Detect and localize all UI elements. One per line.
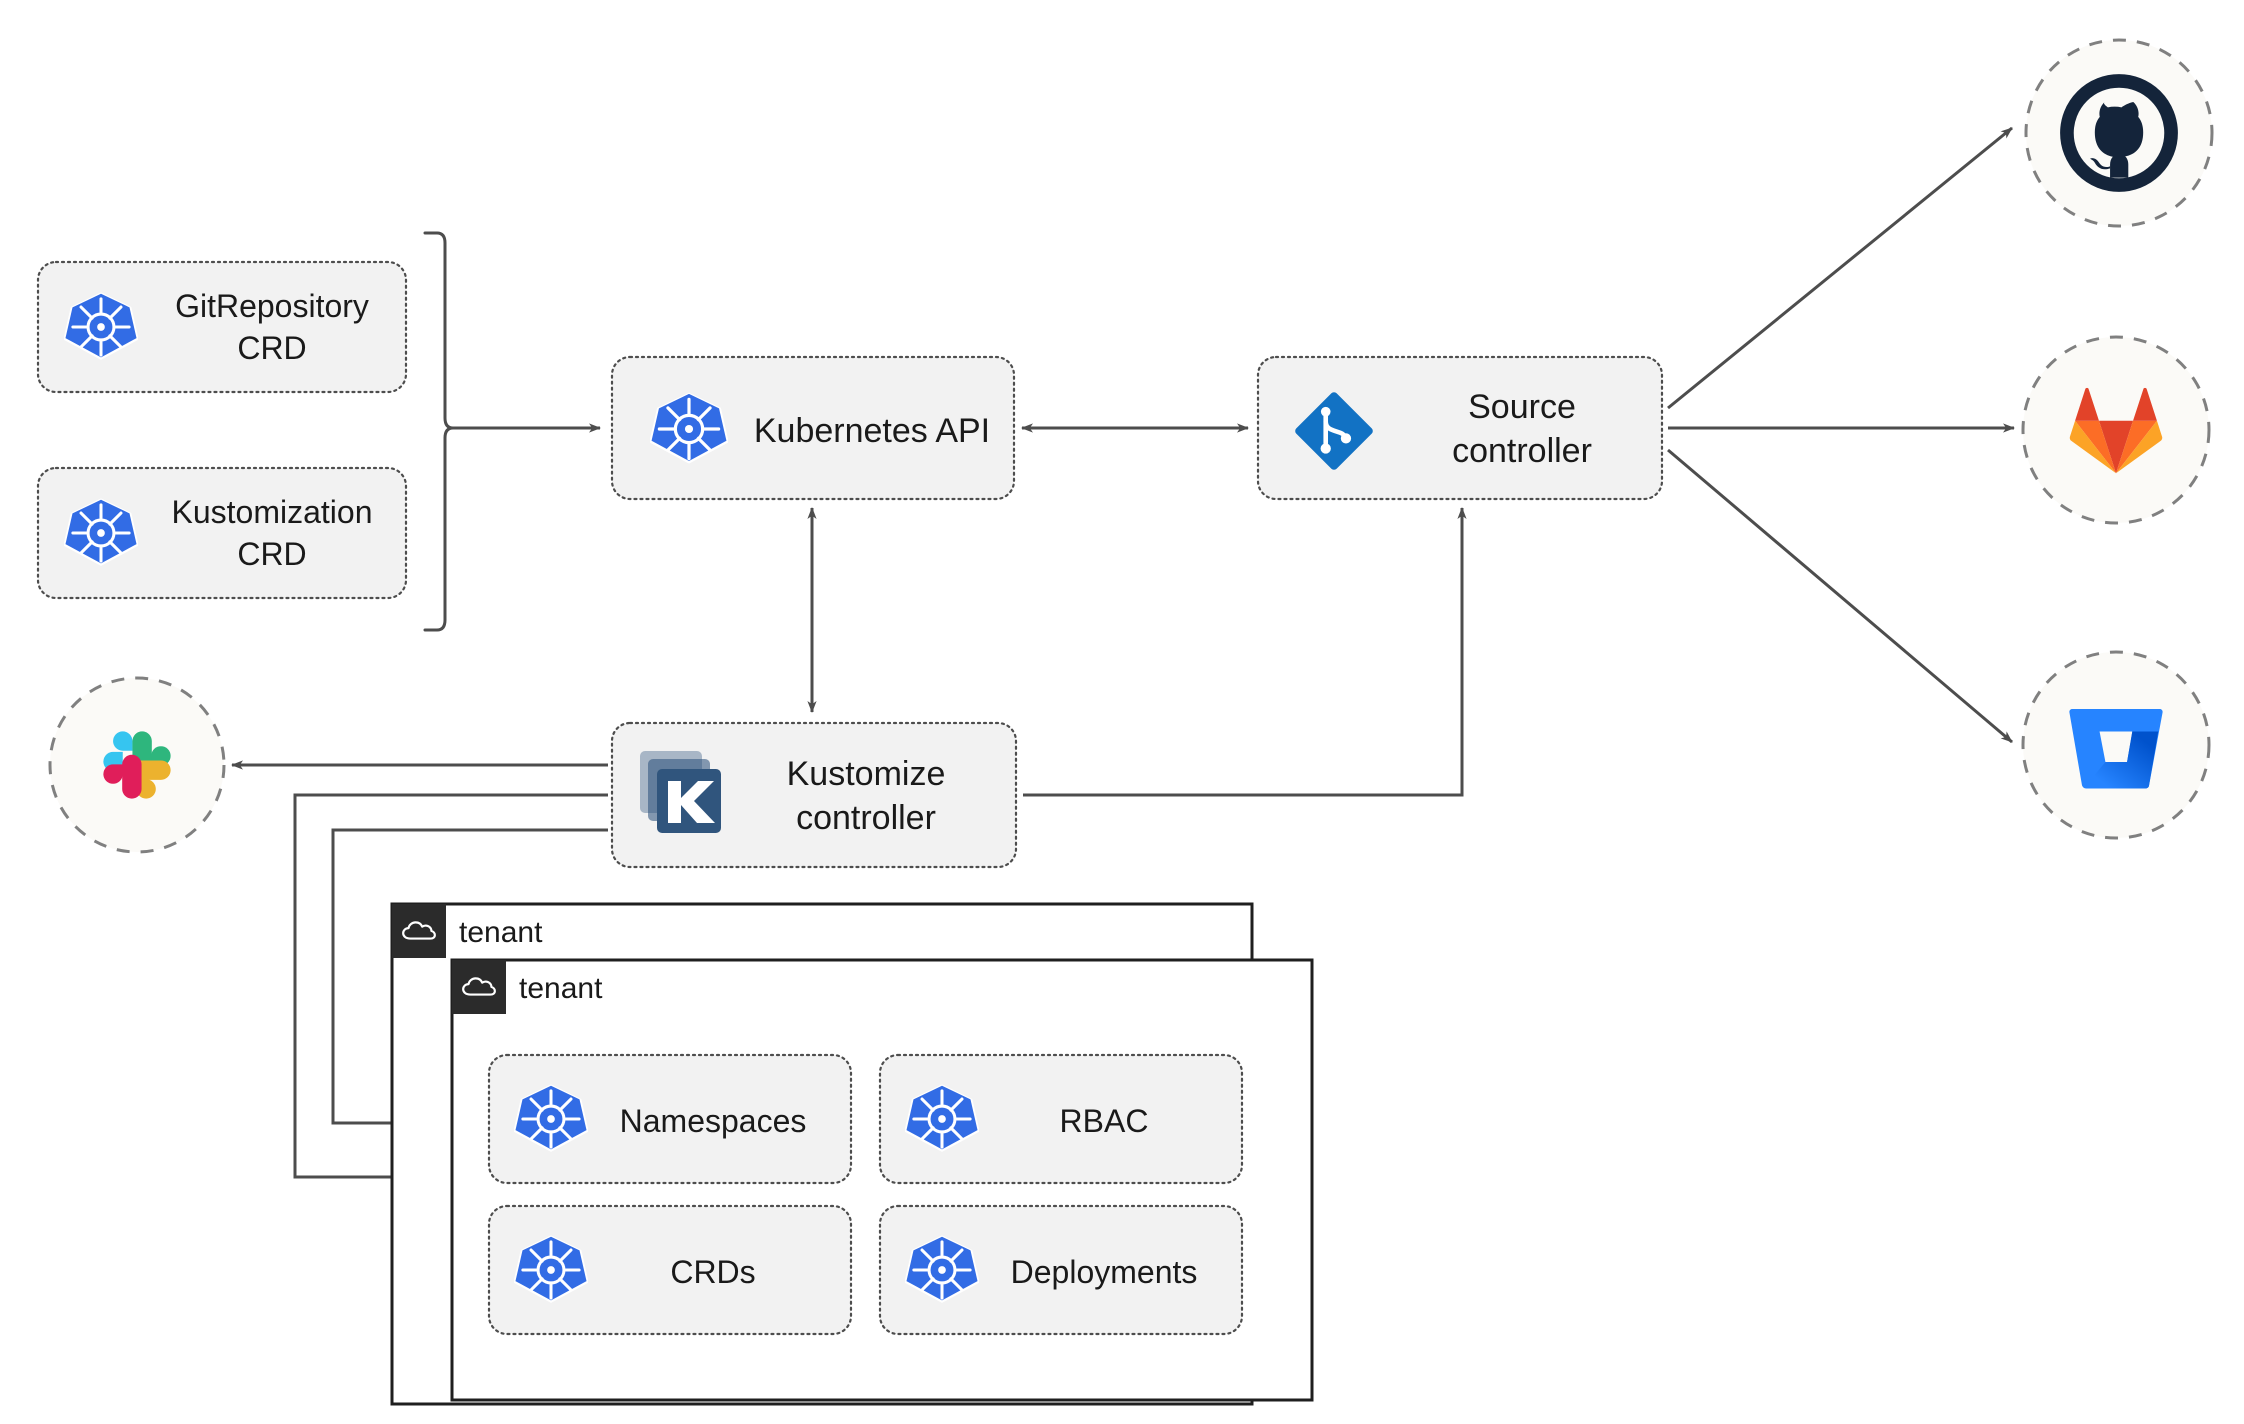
source-controller-line2: controller — [1452, 432, 1592, 470]
gitrepository-crd-line1: GitRepository — [175, 288, 369, 324]
kustomize-icon — [640, 751, 721, 833]
node-namespaces[interactable]: Namespaces — [487, 1053, 853, 1185]
crds-label: CRDs — [670, 1254, 755, 1290]
node-crds[interactable]: CRDs — [487, 1204, 853, 1336]
node-kustomization-crd[interactable]: Kustomization CRD — [36, 466, 408, 600]
node-source-controller[interactable]: Source controller — [1256, 355, 1664, 501]
kustomization-crd-line2: CRD — [237, 536, 306, 572]
node-kubernetes-api[interactable]: Kubernetes API — [610, 355, 1016, 501]
edge-source-controller-to-github — [1667, 126, 2013, 410]
tenant-front-label: tenant — [519, 972, 603, 1005]
node-kustomize-controller[interactable]: Kustomize controller — [610, 721, 1018, 869]
node-rbac[interactable]: RBAC — [878, 1053, 1244, 1185]
edge-source-controller-to-bitbucket — [1667, 448, 2013, 744]
edge-kustomize-controller-to-source-controller — [1023, 507, 1467, 797]
rbac-label: RBAC — [1060, 1103, 1149, 1139]
kustomization-crd-line1: Kustomization — [172, 494, 373, 530]
node-deployments[interactable]: Deployments — [878, 1204, 1244, 1336]
namespaces-label: Namespaces — [620, 1103, 807, 1139]
kustomize-controller-line1: Kustomize — [787, 755, 946, 793]
node-gitrepository-crd[interactable]: GitRepository CRD — [36, 260, 408, 394]
node-slack[interactable] — [48, 676, 226, 854]
edge-kustomize-controller-to-tenant-back — [293, 793, 608, 1182]
deployments-label: Deployments — [1011, 1254, 1198, 1290]
source-controller-line1: Source — [1468, 388, 1576, 426]
kubernetes-api-label: Kubernetes API — [754, 412, 990, 450]
node-github[interactable] — [2024, 38, 2214, 228]
crd-bracket — [423, 231, 455, 632]
node-bitbucket[interactable] — [2021, 650, 2211, 840]
kustomize-controller-line2: controller — [796, 799, 936, 837]
node-gitlab[interactable] — [2021, 335, 2211, 525]
gitrepository-crd-line2: CRD — [237, 330, 306, 366]
tenant-back-label: tenant — [459, 916, 543, 949]
